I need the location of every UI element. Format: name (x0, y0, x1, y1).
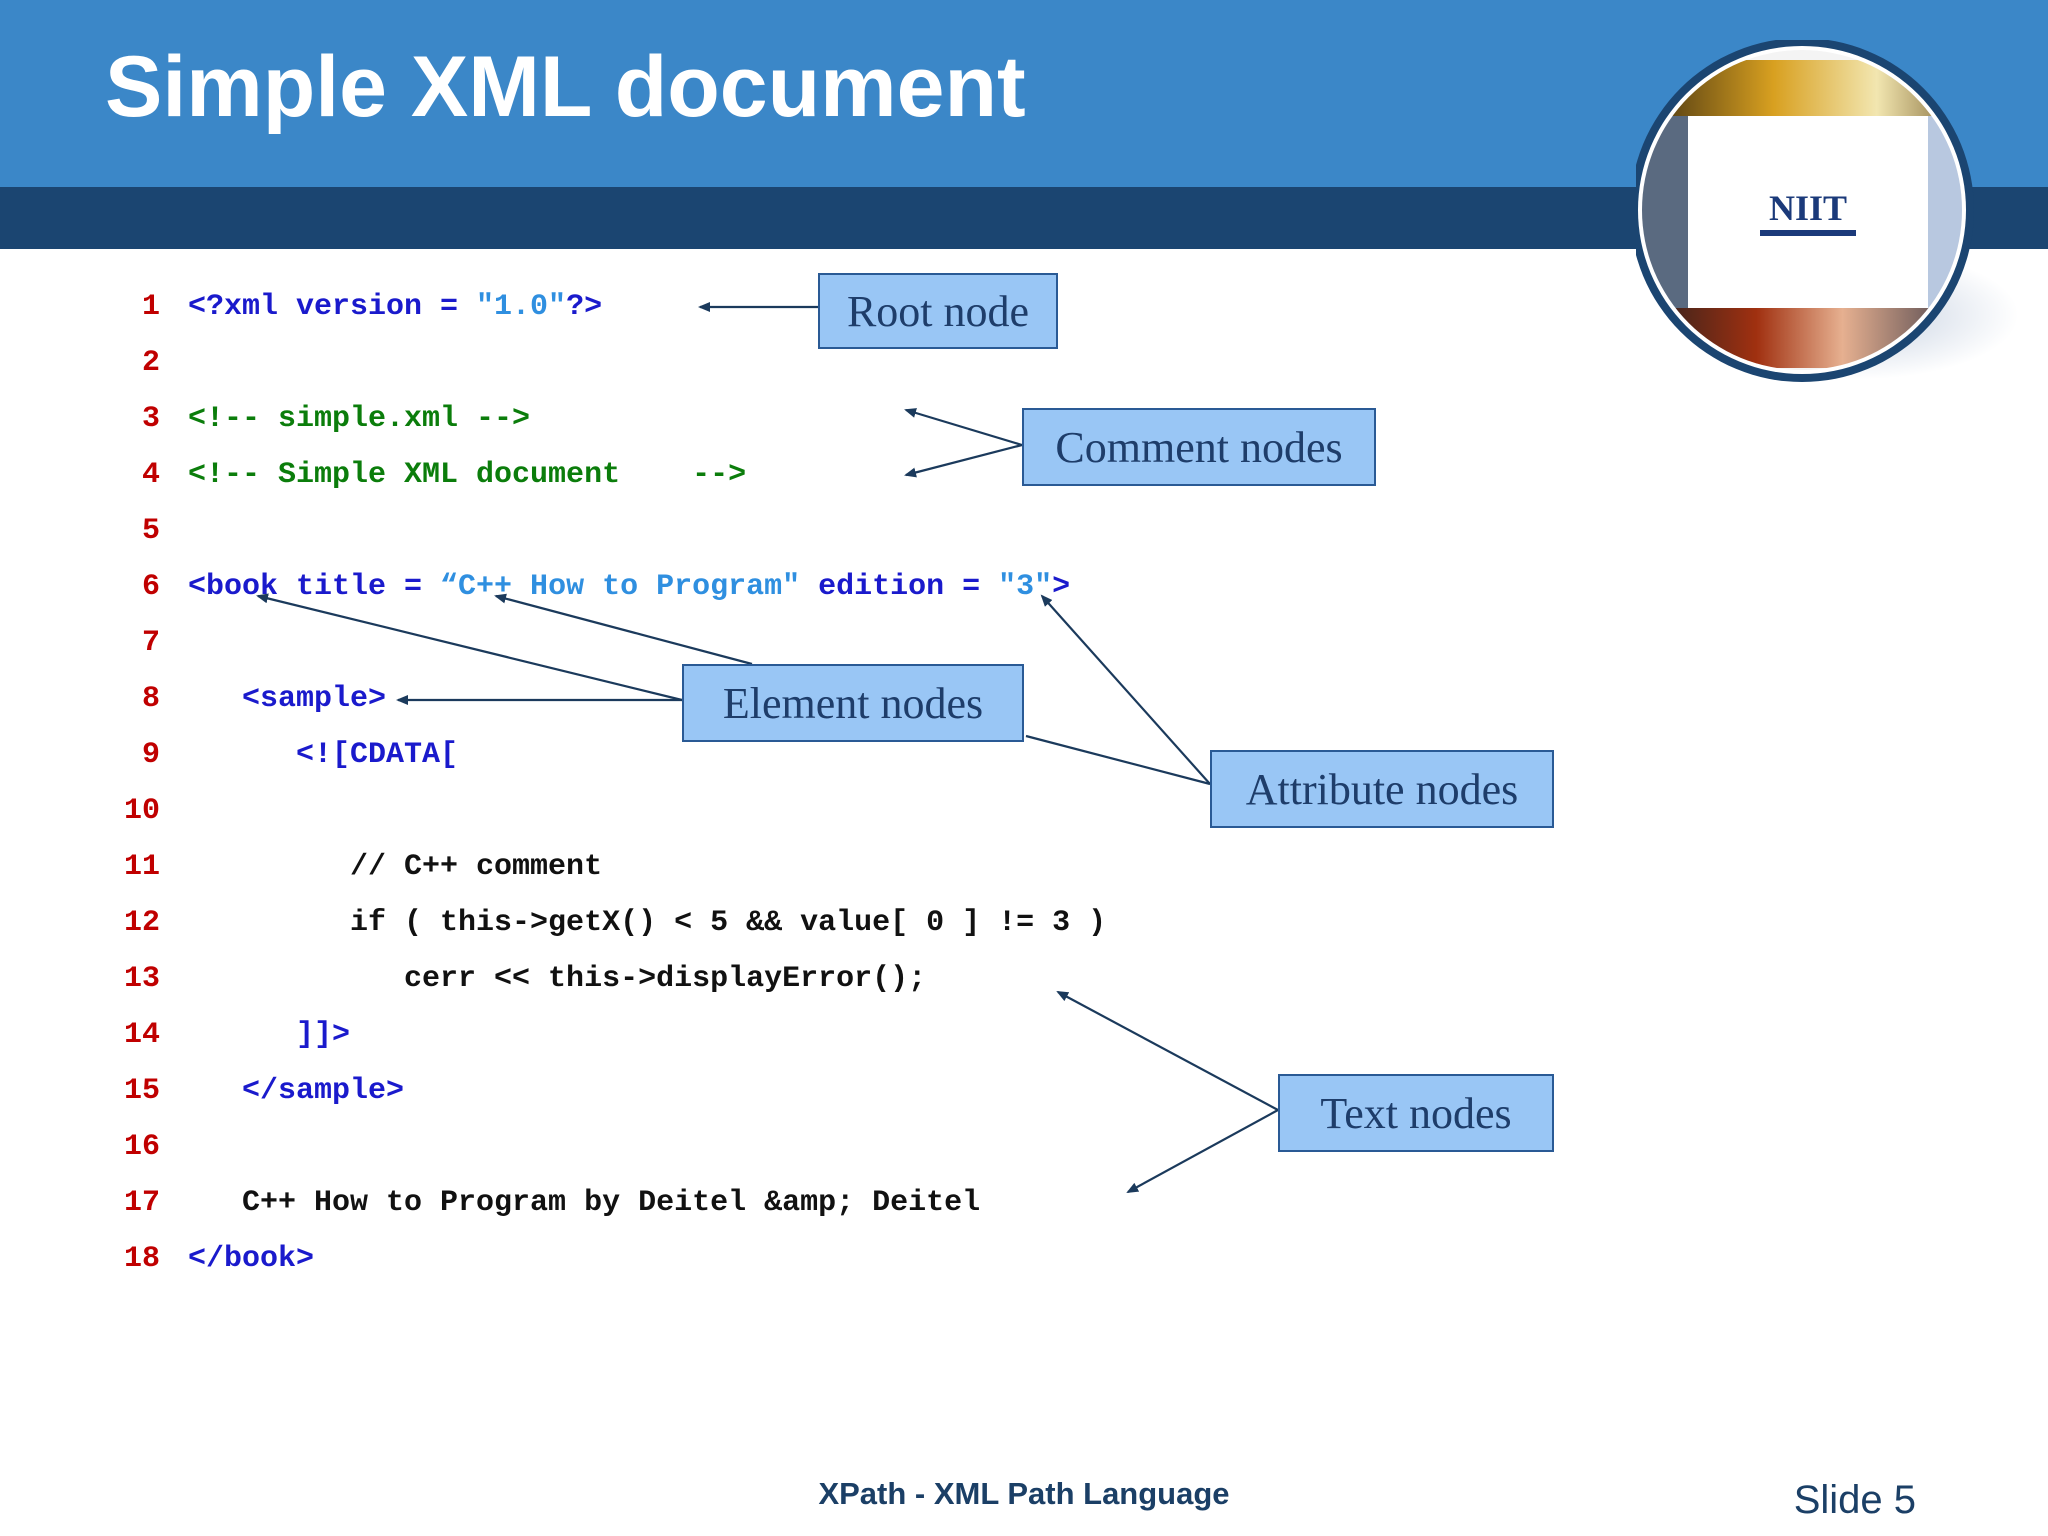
line-number: 5 (141, 514, 160, 548)
line-number: 8 (141, 682, 160, 716)
callout-comment-nodes: Comment nodes (1022, 408, 1376, 486)
code-line: <![CDATA[ (188, 738, 458, 772)
arrow-element-title (494, 593, 753, 666)
line-number: 7 (141, 626, 160, 660)
callout-text-nodes: Text nodes (1278, 1074, 1554, 1152)
code-segment: // C++ comment (188, 850, 603, 884)
line-number: 15 (123, 1074, 160, 1108)
slide-number: Slide 5 (1793, 1478, 1916, 1522)
code-line: </book> (188, 1242, 314, 1276)
logo-text: NIIT (1769, 188, 1847, 228)
code-line: if ( this->getX() < 5 && value[ 0 ] != 3… (188, 906, 1106, 940)
code-line: ]]> (188, 1018, 350, 1052)
code-segment: </book> (188, 1242, 315, 1276)
line-number: 17 (123, 1186, 160, 1220)
arrow-attribute-edition (1040, 594, 1211, 785)
line-number: 4 (141, 458, 160, 492)
arrow-comment-1 (904, 408, 1023, 447)
code-segment: > (1052, 570, 1071, 604)
slide-title: Simple XML document (105, 39, 1026, 135)
line-number: 6 (141, 570, 160, 604)
arrow-text-1 (1056, 991, 1279, 1111)
line-number: 14 (123, 1018, 160, 1052)
niit-logo-icon: NIIT (1630, 38, 1974, 382)
line-number: 10 (123, 794, 160, 828)
code-line: C++ How to Program by Deitel &amp; Deite… (188, 1186, 980, 1220)
line-number: 1 (141, 290, 160, 324)
code-line: </sample> (188, 1074, 404, 1108)
code-line: <sample> (188, 682, 386, 716)
code-segment: <sample> (188, 682, 387, 716)
niit-logo: NIIT (1630, 38, 1980, 384)
code-segment: ?> (566, 290, 603, 324)
callout-attribute-nodes: Attribute nodes (1210, 750, 1554, 828)
code-segment: <!-- Simple XML document --> (188, 458, 747, 492)
code-segment: edition = (800, 570, 999, 604)
line-number: 18 (123, 1242, 160, 1276)
code-line: cerr << this->displayError(); (188, 962, 926, 996)
footer-title: XPath - XML Path Language (818, 1476, 1230, 1511)
line-number: 2 (141, 346, 160, 380)
code-line: <?xml version = "1.0"?> (188, 290, 602, 324)
line-number: 13 (123, 962, 160, 996)
code-segment: <?xml version = (188, 290, 477, 324)
arrow-text-2 (1126, 1109, 1279, 1193)
arrow-attribute-link (1025, 734, 1211, 786)
callout-root-node: Root node (818, 273, 1058, 349)
code-line: // C++ comment (188, 850, 602, 884)
arrow-comment-2 (904, 443, 1023, 478)
callout-element-nodes: Element nodes (682, 664, 1024, 742)
code-segment: </sample> (188, 1074, 405, 1108)
code-line: <!-- simple.xml --> (188, 402, 530, 436)
code-segment: "1.0" (476, 290, 567, 324)
line-number: 11 (123, 850, 160, 884)
code-line: <!-- Simple XML document --> (188, 458, 746, 492)
line-number: 12 (123, 906, 160, 940)
code-segment: <![CDATA[ (188, 738, 459, 772)
line-number: 3 (141, 402, 160, 436)
line-number: 9 (141, 738, 160, 772)
arrow-element-book (256, 593, 683, 702)
code-segment: C++ How to Program by Deitel &amp; Deite… (188, 1186, 981, 1220)
code-segment: ]]> (188, 1018, 351, 1052)
code-segment: if ( this->getX() < 5 && value[ 0 ] != 3… (188, 906, 1107, 940)
code-segment: <book title = (188, 570, 441, 604)
line-number: 16 (123, 1130, 160, 1164)
code-segment: cerr << this->displayError(); (188, 962, 927, 996)
code-segment: <!-- simple.xml --> (188, 402, 531, 436)
